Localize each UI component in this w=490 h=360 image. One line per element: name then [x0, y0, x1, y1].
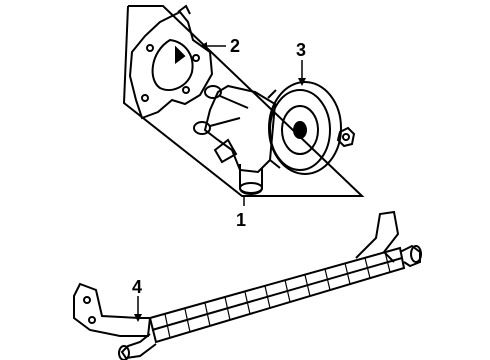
arrowhead-4 [134, 314, 142, 322]
pulley-drawing [267, 81, 342, 175]
callout-1: 1 [236, 210, 246, 230]
pump-inset-frame [122, 5, 365, 197]
leader-arrowheads [134, 42, 306, 322]
callout-2: 2 [230, 36, 240, 56]
water-pump-drawing [193, 84, 277, 195]
oil-cooler-drawing [73, 210, 422, 360]
gasket-drawing [128, 4, 214, 120]
nut-drawing [336, 126, 356, 148]
callout-4: 4 [132, 277, 142, 297]
leader-lines [137, 45, 303, 318]
arrowhead-3 [298, 78, 306, 86]
callout-3: 3 [296, 40, 306, 60]
arrowhead-2 [200, 42, 207, 50]
